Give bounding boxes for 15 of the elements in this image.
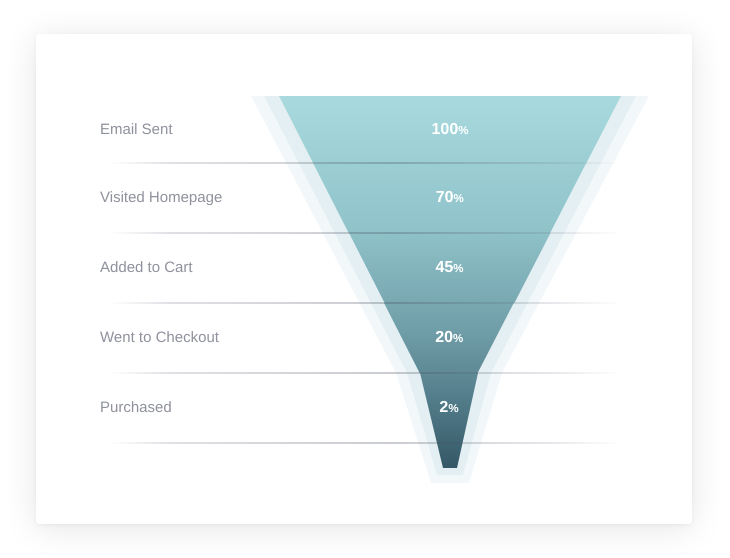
- funnel-stage: [420, 373, 478, 468]
- stage-label: Went to Checkout: [100, 329, 219, 347]
- stage-label: Added to Cart: [100, 259, 193, 277]
- percentage-value: 45%: [435, 260, 464, 276]
- percentage-value: 20%: [435, 330, 464, 346]
- funnel-stage: [279, 96, 621, 163]
- stage-label: Visited Homepage: [100, 189, 222, 207]
- funnel-stage: [384, 303, 514, 373]
- funnel-stage: [348, 233, 550, 303]
- stage-label: Email Sent: [100, 120, 173, 138]
- funnel-stage: [313, 163, 586, 233]
- percentage-value: 100%: [432, 122, 468, 138]
- stage-label: Purchased: [100, 399, 172, 417]
- percentage-value: 2%: [439, 400, 459, 416]
- percentage-value: 70%: [436, 190, 464, 206]
